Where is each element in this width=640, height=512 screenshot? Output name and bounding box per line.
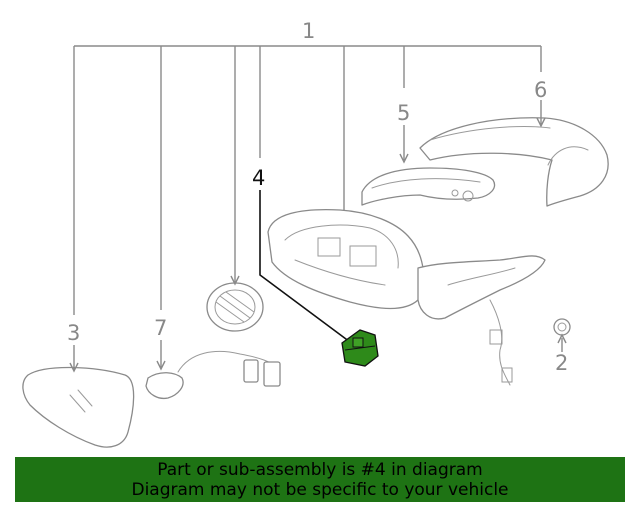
callout-1: 1: [302, 19, 315, 43]
callout-1-bracket: [73, 45, 542, 315]
callout-4-leader: [259, 190, 351, 343]
info-banner: Part or sub-assembly is #4 in diagram Di…: [15, 457, 625, 502]
clip: [553, 318, 571, 336]
callout-3-arrow: [69, 362, 79, 373]
banner-line-1: Part or sub-assembly is #4 in diagram: [157, 460, 483, 480]
wiring-harness: [145, 351, 281, 400]
mirror-housing: [267, 208, 546, 386]
callout-2: 2: [555, 351, 568, 375]
callout-6: 6: [534, 78, 547, 102]
callout-2-arrow: [557, 333, 567, 344]
callout-6-arrow: [536, 117, 546, 128]
callout-5: 5: [397, 101, 410, 125]
parts-diagram: 1 6 5 3: [22, 19, 609, 448]
callout-5-arrow: [399, 153, 409, 164]
banner-line-2: Diagram may not be specific to your vehi…: [131, 480, 509, 500]
mirror-cap: [419, 117, 609, 207]
mirror-actuator: [206, 282, 264, 332]
actuator-arrow: [230, 275, 240, 286]
mirror-glass: [22, 366, 135, 448]
callout-4: 4: [252, 166, 265, 190]
callout-3: 3: [67, 321, 80, 345]
callout-7: 7: [154, 316, 167, 340]
callout-7-arrow: [156, 360, 166, 371]
highlighted-part-4: [341, 329, 379, 367]
turn-signal-lamp: [361, 167, 496, 206]
